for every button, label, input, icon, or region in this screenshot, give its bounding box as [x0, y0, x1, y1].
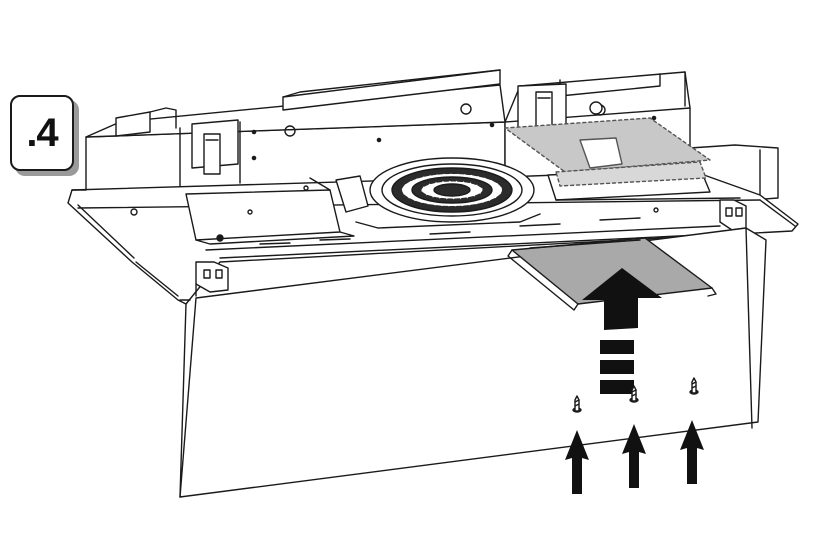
screw-icon: [689, 377, 699, 395]
up-arrow-icon: [582, 268, 662, 394]
plate-target-position: [504, 117, 711, 187]
screw-set: [572, 377, 699, 413]
housing-side-extension: [689, 144, 779, 201]
up-arrow-icon: [680, 420, 704, 484]
up-arrow-icon: [622, 424, 646, 488]
fan-icon: [335, 157, 541, 229]
up-arrow-icon: [565, 430, 589, 494]
screw-icon: [572, 395, 582, 413]
push-arrow-set: [565, 420, 704, 494]
hinge-left: [195, 261, 229, 297]
screw-icon: [629, 385, 639, 403]
step-number-badge: .4: [10, 95, 74, 171]
hood-frame: [67, 167, 799, 305]
filter-plate: [507, 237, 717, 311]
